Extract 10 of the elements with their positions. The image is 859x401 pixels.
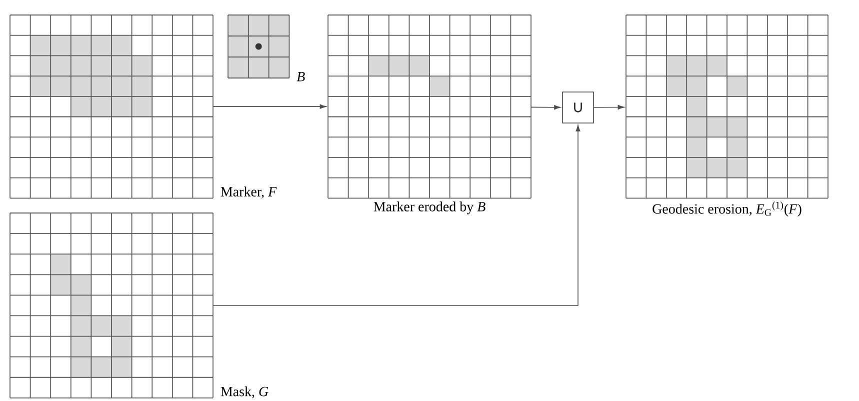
grid-label: Marker eroded by B (374, 202, 486, 214)
arrow (530, 105, 561, 110)
arrow (594, 104, 624, 110)
grid-label: Mask, G (220, 386, 268, 398)
arrow (212, 124, 580, 306)
grid-label: B (296, 72, 305, 82)
arrow (212, 104, 326, 109)
grid-label: Marker, F (220, 186, 277, 198)
operator-box: ∪ (562, 92, 594, 124)
grid-label: Geodesic erosion, E$_{G}$$^{(1)}$(F) (652, 202, 802, 217)
